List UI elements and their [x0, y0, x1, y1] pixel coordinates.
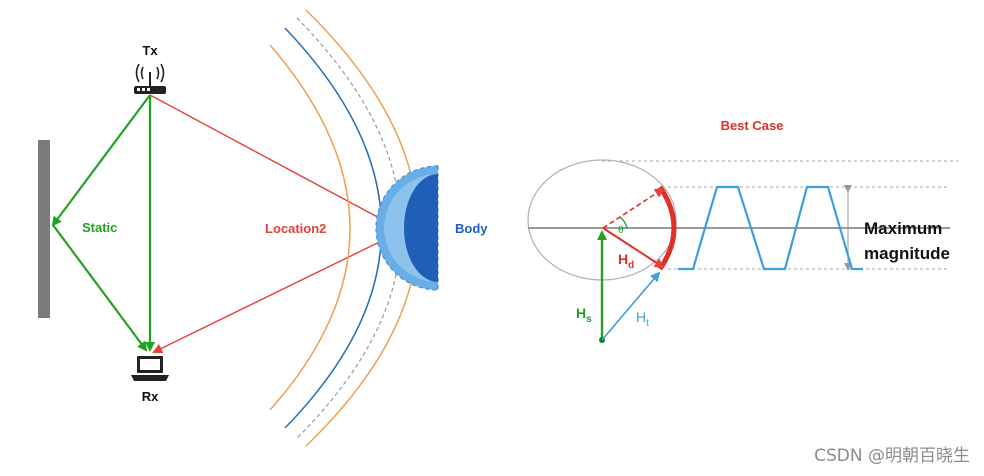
- ht-label: Ht: [636, 309, 649, 329]
- tx-to-wall-arrow: [51, 94, 151, 227]
- magnitude-label-line2: magnitude: [864, 244, 950, 263]
- trapezoid-waveform: [678, 185, 863, 271]
- ht-arrow: [601, 271, 661, 341]
- watermark: CSDN @明朝百晓生: [814, 446, 970, 466]
- tx-to-body-arrow: [149, 94, 400, 229]
- hd-label: Hd: [618, 251, 634, 271]
- wave-arc-orange-inner: [269, 44, 351, 411]
- location-label: Location2: [265, 221, 326, 236]
- best-case-title: Best Case: [721, 118, 784, 133]
- hd-dashed-arrow: [602, 187, 665, 229]
- body-to-rx-arrow: [152, 229, 405, 353]
- body-shape: [375, 165, 439, 291]
- laptop-icon: [131, 356, 169, 381]
- rx-label: Rx: [142, 389, 159, 404]
- static-label: Static: [82, 220, 117, 235]
- wall-to-rx-arrow: [52, 224, 148, 352]
- hs-label: Hs: [576, 305, 592, 325]
- wall: [38, 140, 50, 318]
- dynamic-arc: [657, 185, 677, 271]
- magnitude-label-line1: Maximum: [864, 219, 942, 238]
- tx-label: Tx: [142, 43, 158, 58]
- router-icon: [134, 63, 166, 94]
- angle-label: θ: [618, 225, 624, 236]
- hd-arrow: [602, 227, 665, 269]
- body-label: Body: [455, 221, 488, 236]
